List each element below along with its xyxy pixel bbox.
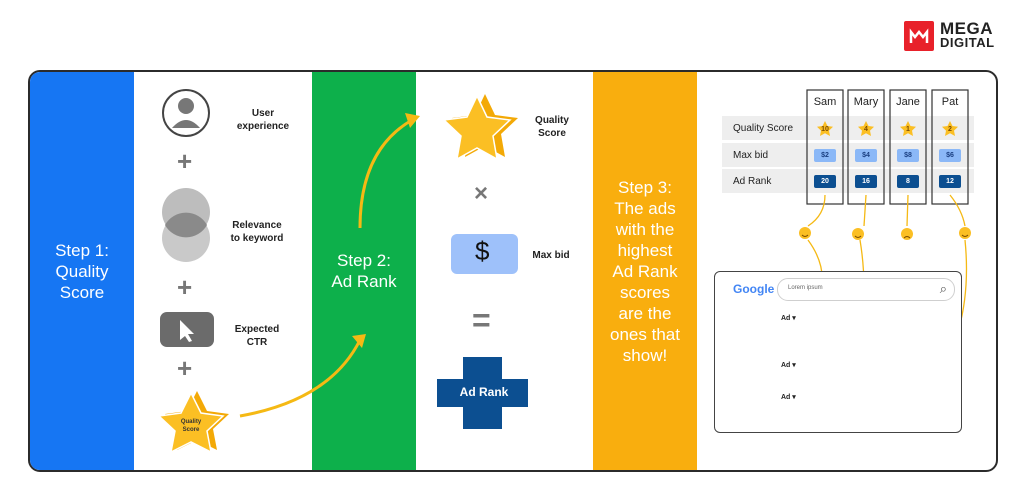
row-label-ad-rank: Ad Rank: [733, 176, 772, 187]
table-column-frame: [806, 89, 844, 205]
plus-sign: +: [177, 353, 193, 383]
plus-sign: +: [177, 272, 193, 302]
star-quality-score-label: Quality Score: [180, 419, 202, 433]
rank-sam: 20: [814, 175, 836, 188]
ad-label: Ad ▾: [781, 394, 796, 401]
times-sign: ×: [474, 180, 489, 207]
brand-name-line1: MEGA: [940, 19, 993, 38]
qs-sam: 10: [821, 126, 829, 133]
rank-jane: 8: [897, 175, 919, 188]
google-logo: Google: [733, 282, 775, 296]
quality-star-small-icon: [157, 391, 229, 454]
bid-sam: $2: [814, 149, 836, 162]
brand-name-line2: DIGITAL: [940, 35, 995, 50]
table-header-sam: Sam: [813, 96, 837, 108]
rank-pat: 12: [939, 175, 961, 188]
ad-rank-label: Ad Rank: [459, 385, 509, 399]
dollar-sign: $: [475, 236, 490, 266]
row-label-quality-score: Quality Score: [733, 123, 794, 134]
brand-logo: MEGA DIGITAL: [904, 18, 995, 54]
ad-label: Ad ▾: [781, 315, 796, 322]
bid-jane: $8: [897, 149, 919, 162]
table-column-frame: [931, 89, 969, 205]
brand-mark-icon: [904, 21, 934, 51]
search-query: Lorem ipsum: [788, 285, 823, 291]
step3-label: Step 3: The ads with the highest Ad Rank…: [610, 177, 680, 365]
formula-max-bid-label: Max bid: [532, 250, 570, 261]
step1-label: Step 1: Quality Score: [55, 240, 109, 302]
max-bid-dollar-icon: [451, 234, 518, 274]
cursor-icon: [160, 312, 214, 347]
user-icon: [162, 89, 210, 137]
qs-jane: 1: [906, 126, 910, 133]
mini-star-icons: [817, 121, 958, 136]
arrow-to-formula: [358, 118, 413, 229]
equals-sign: =: [472, 302, 491, 338]
ad-label: Ad ▾: [781, 362, 796, 369]
bid-pat: $6: [939, 149, 961, 162]
table-header-jane: Jane: [896, 96, 920, 108]
emoji-face-icons: [799, 227, 971, 240]
arrow-to-step2: [239, 339, 362, 418]
bid-mary: $4: [855, 149, 877, 162]
step1-band: Step 1: Quality Score: [30, 72, 134, 470]
step2-label: Step 2: Ad Rank: [331, 251, 397, 291]
quality-star-large-icon: [442, 94, 518, 161]
relevance-label: Relevance to keyword: [230, 220, 284, 244]
ad-rank-shape: [437, 357, 528, 429]
rank-mary: 16: [855, 175, 877, 188]
table-header-mary: Mary: [853, 96, 879, 108]
plus-sign: +: [177, 146, 193, 176]
qs-mary: 4: [864, 126, 868, 133]
formula-quality-score-label: Quality Score: [535, 115, 569, 139]
search-input[interactable]: Lorem ipsum ⌕: [777, 278, 955, 301]
expected-ctr-label: Expected CTR: [234, 324, 280, 348]
step2-band: Step 2: Ad Rank: [312, 72, 416, 470]
row-label-max-bid: Max bid: [733, 150, 769, 161]
step3-band: Step 3: The ads with the highest Ad Rank…: [593, 72, 697, 470]
table-header-pat: Pat: [941, 96, 959, 108]
search-icon[interactable]: ⌕: [939, 281, 947, 296]
relevance-venn-icon: [162, 188, 210, 262]
qs-pat: 2: [948, 126, 952, 133]
user-experience-label: User experience: [236, 108, 290, 132]
serp-mockup: Google Lorem ipsum ⌕ Ad ▾ Ad ▾ Ad ▾: [714, 271, 962, 433]
